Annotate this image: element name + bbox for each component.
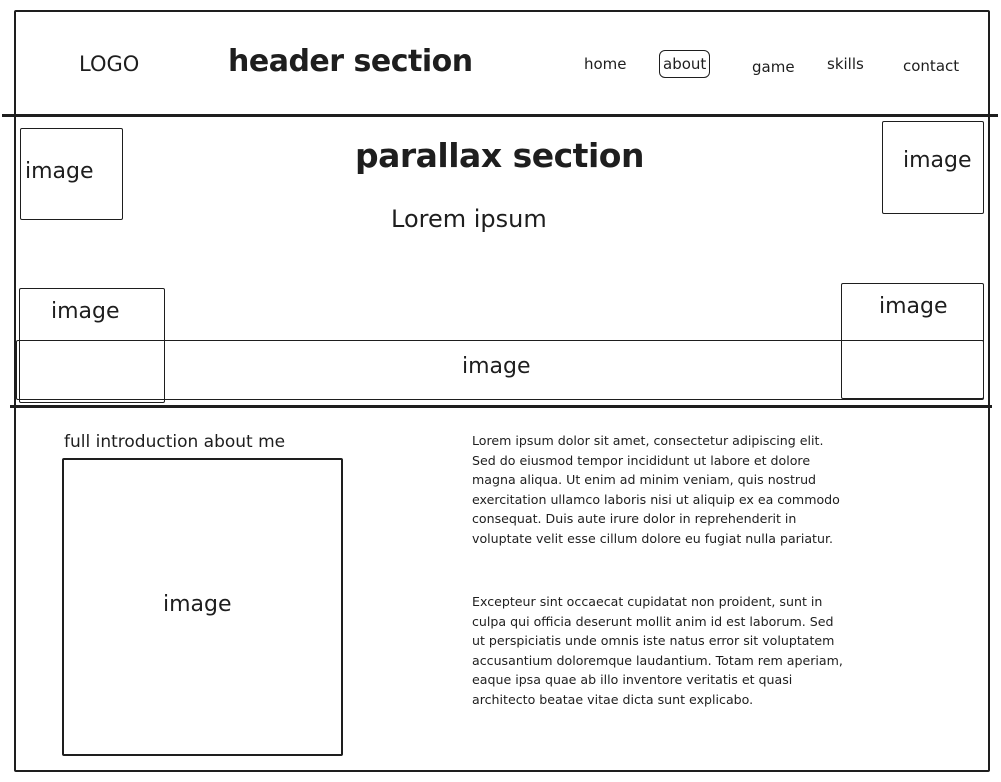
parallax-image-bottom-left: image	[19, 288, 165, 403]
parallax-image-strip: image	[16, 340, 984, 400]
top-edge-line	[185, 10, 785, 12]
header-divider	[2, 114, 998, 117]
logo[interactable]: LOGO	[79, 52, 140, 76]
intro-paragraph-1: Lorem ipsum dolor sit amet, consectetur …	[472, 433, 840, 546]
intro-image: image	[62, 458, 343, 756]
image-placeholder-label: image	[163, 592, 232, 617]
intro-paragraph-2: Excepteur sint occaecat cupidatat non pr…	[472, 594, 843, 707]
image-placeholder-label: image	[903, 148, 972, 173]
parallax-image-top-left: image	[20, 128, 123, 220]
intro-heading: full introduction about me	[64, 432, 286, 452]
nav-skills[interactable]: skills	[827, 55, 864, 73]
nav-game[interactable]: game	[752, 58, 795, 76]
image-placeholder-label: image	[51, 299, 120, 324]
nav-home[interactable]: home	[584, 55, 627, 73]
image-placeholder-label: image	[25, 159, 94, 184]
header-title: header section	[228, 44, 473, 79]
parallax-divider	[10, 405, 992, 408]
parallax-title: parallax section	[355, 136, 644, 175]
image-placeholder-label: image	[879, 294, 948, 319]
parallax-image-top-right: image	[882, 121, 984, 214]
nav-contact[interactable]: contact	[903, 57, 960, 75]
parallax-subtitle: Lorem ipsum	[391, 205, 547, 233]
nav-about[interactable]: about	[659, 50, 711, 78]
image-placeholder-label: image	[462, 354, 531, 379]
